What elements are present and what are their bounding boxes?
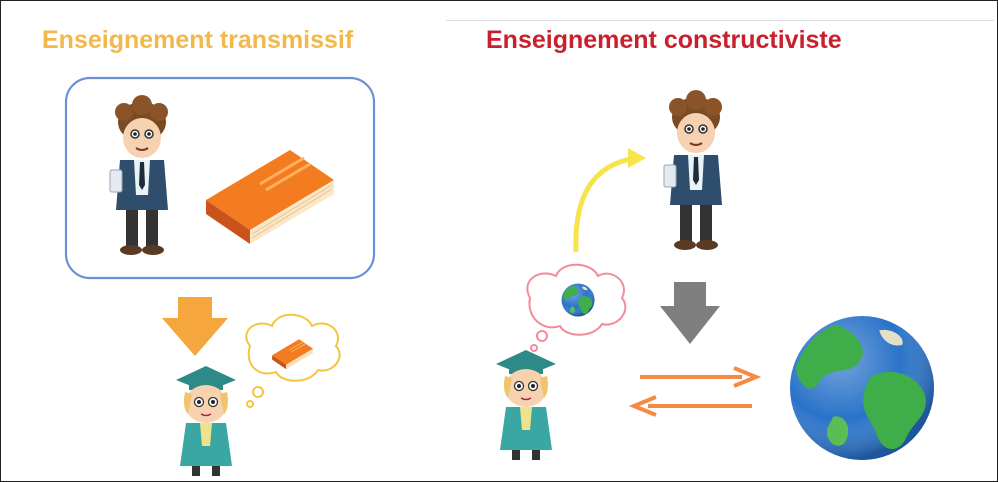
teacher-icon-right bbox=[663, 89, 723, 251]
left-panel-title: Enseignement transmissif bbox=[42, 26, 354, 54]
exchange-arrows bbox=[628, 366, 762, 417]
curved-arrow bbox=[573, 155, 637, 253]
student-icon-left bbox=[175, 365, 237, 477]
student-icon-right bbox=[495, 349, 557, 461]
panel-divider bbox=[446, 20, 994, 21]
thought-bubble-pink bbox=[526, 263, 627, 352]
right-panel-title: Enseignement constructiviste bbox=[486, 26, 842, 54]
thought-bubble-icon bbox=[245, 313, 341, 408]
down-arrow-left bbox=[162, 297, 228, 356]
down-arrow-right bbox=[660, 282, 720, 344]
globe-icon bbox=[790, 316, 934, 460]
